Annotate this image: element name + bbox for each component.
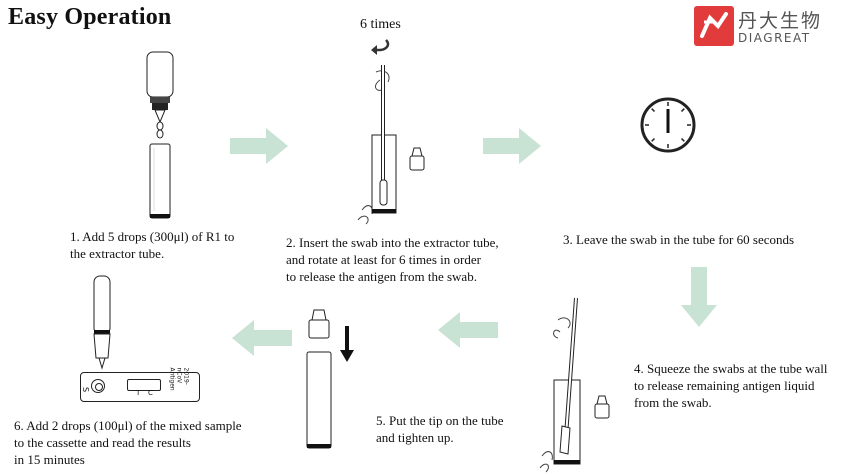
sample-well [91, 379, 105, 393]
dropper-bottle-icon [146, 51, 174, 124]
sample-well-inner [95, 383, 103, 391]
test-cassette-icon: S T C 2019-nCoV Antigen [80, 368, 200, 402]
step1-caption: 1. Add 5 drops (300μl) of R1 to the extr… [70, 229, 235, 261]
step5-caption: 5. Put the tip on the tube and tighten u… [376, 413, 504, 445]
step6-tube-illustration [93, 275, 111, 370]
step4-caption: 4. Squeeze the swabs at the tube wall to… [634, 361, 828, 410]
cassette-letter-c: C [148, 389, 153, 397]
flow-arrow-icon [232, 320, 292, 356]
cassette-letter-s: S [81, 386, 91, 393]
extractor-tube-icon [149, 143, 171, 219]
rotate-arrow-icon [371, 39, 390, 55]
step6-caption: 6. Add 2 drops (100μl) of the mixed samp… [14, 418, 242, 467]
tube-cap-icon [594, 395, 610, 419]
step4-illustration [539, 297, 610, 473]
flow-arrow-icon [483, 128, 541, 164]
brand-name-chinese: 丹大生物 [738, 10, 823, 32]
brand-logo-icon [694, 6, 734, 46]
cassette-letter-t: T [136, 389, 141, 397]
swab-icon [379, 65, 388, 206]
step5-illustration [306, 309, 354, 449]
rotation-count-label: 6 times [360, 17, 401, 32]
page-title: Easy Operation [8, 4, 172, 30]
step2-caption: 2. Insert the swab into the extractor tu… [286, 235, 499, 284]
brand-name-english: DIAGREAT [738, 31, 811, 45]
step1-illustration [146, 51, 174, 219]
step3-caption: 3. Leave the swab in the tube for 60 sec… [563, 232, 795, 247]
tube-cap-icon [409, 147, 425, 171]
swab-icon [559, 297, 578, 455]
cassette-side-text: 2019-nCoV Antigen [168, 367, 190, 391]
result-window [127, 379, 161, 391]
step2-illustration [357, 65, 425, 225]
flow-arrow-icon [681, 267, 717, 327]
clock-icon [640, 97, 696, 153]
flow-arrow-icon [438, 312, 498, 348]
down-arrow-icon [340, 326, 354, 362]
tube-cap-icon [308, 309, 330, 339]
flow-arrow-icon [230, 128, 288, 164]
